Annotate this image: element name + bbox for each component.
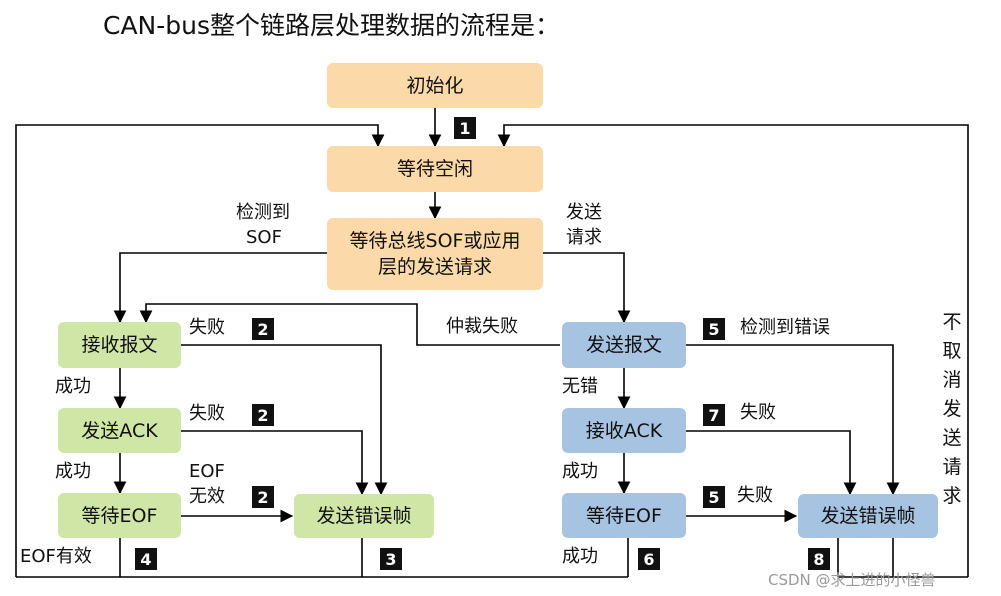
ack-success-label: 成功 bbox=[55, 461, 91, 482]
step-badge-6: 6 bbox=[638, 548, 660, 570]
wait-eof-tx-box: 等待EOF bbox=[562, 493, 686, 538]
eof-invalid-label-line2: 无效 bbox=[189, 486, 225, 507]
step-badge-2-eof: 2 bbox=[252, 486, 274, 508]
eof-tx-fail-label: 失败 bbox=[737, 485, 773, 506]
page-title: CAN-bus整个链路层处理数据的流程是： bbox=[103, 11, 561, 40]
watermark: CSDN @求上进的小怪兽 bbox=[768, 571, 936, 589]
send-error-frame-rx-box: 发送错误帧 bbox=[294, 494, 434, 538]
idle-box: 等待空闲 bbox=[327, 146, 543, 192]
detect-error-label: 检测到错误 bbox=[740, 317, 830, 338]
step-badge-4: 4 bbox=[135, 548, 157, 570]
step-badge-5-detect: 5 bbox=[703, 318, 725, 340]
step-badge-3: 3 bbox=[380, 548, 402, 570]
arbitration-fail-label: 仲裁失败 bbox=[446, 316, 518, 337]
cancel-char-5: 送 bbox=[942, 427, 962, 449]
wait-sof-box: 等待总线SOF或应用层的发送请求 bbox=[327, 218, 543, 290]
cancel-char-1: 不 bbox=[942, 311, 962, 333]
send-ack-box: 发送ACK bbox=[58, 408, 181, 453]
recv-frame-box: 接收报文 bbox=[58, 322, 181, 368]
eof-valid-label: EOF有效 bbox=[20, 546, 92, 567]
wait-eof-rx-box: 等待EOF bbox=[58, 493, 181, 538]
cancel-char-7: 求 bbox=[942, 485, 962, 507]
recv-ack-box: 接收ACK bbox=[562, 408, 686, 453]
step-badge-8: 8 bbox=[808, 548, 830, 570]
detect-sof-label-line1: 检测到 bbox=[236, 202, 290, 223]
step-badge-7: 7 bbox=[703, 404, 725, 426]
step-badge-5-eof: 5 bbox=[703, 486, 725, 508]
step-badge-2-ack: 2 bbox=[252, 404, 274, 426]
cancel-char-4: 发 bbox=[942, 398, 962, 420]
send-request-label-line1: 发送 bbox=[566, 202, 602, 223]
step-badge-1: 1 bbox=[454, 117, 476, 139]
cancel-char-3: 消 bbox=[942, 369, 962, 391]
ack-fail-label: 失败 bbox=[189, 403, 225, 424]
send-frame-box: 发送报文 bbox=[562, 322, 686, 368]
cancel-char-6: 请 bbox=[942, 456, 962, 478]
send-request-label-line2: 请求 bbox=[566, 227, 602, 248]
wait-sof-label: 等待总线SOF或应用层的发送请求 bbox=[349, 230, 521, 278]
detect-sof-label-line2: SOF bbox=[246, 227, 282, 248]
cancel-char-2: 取 bbox=[942, 340, 962, 362]
recv-ack-fail-label: 失败 bbox=[740, 402, 776, 423]
send-error-frame-tx-box: 发送错误帧 bbox=[798, 494, 938, 538]
recv-fail-label: 失败 bbox=[189, 317, 225, 338]
eof-invalid-label-line1: EOF bbox=[189, 461, 225, 482]
eof-success-label: 成功 bbox=[562, 546, 598, 567]
step-badge-2-recv: 2 bbox=[252, 318, 274, 340]
cancel-request-label: 不 取 消 发 送 请 求 bbox=[940, 308, 964, 511]
init-box: 初始化 bbox=[327, 63, 543, 108]
no-error-label: 无错 bbox=[562, 376, 598, 397]
recv-ack-success-label: 成功 bbox=[562, 461, 598, 482]
recv-success-label: 成功 bbox=[55, 376, 91, 397]
